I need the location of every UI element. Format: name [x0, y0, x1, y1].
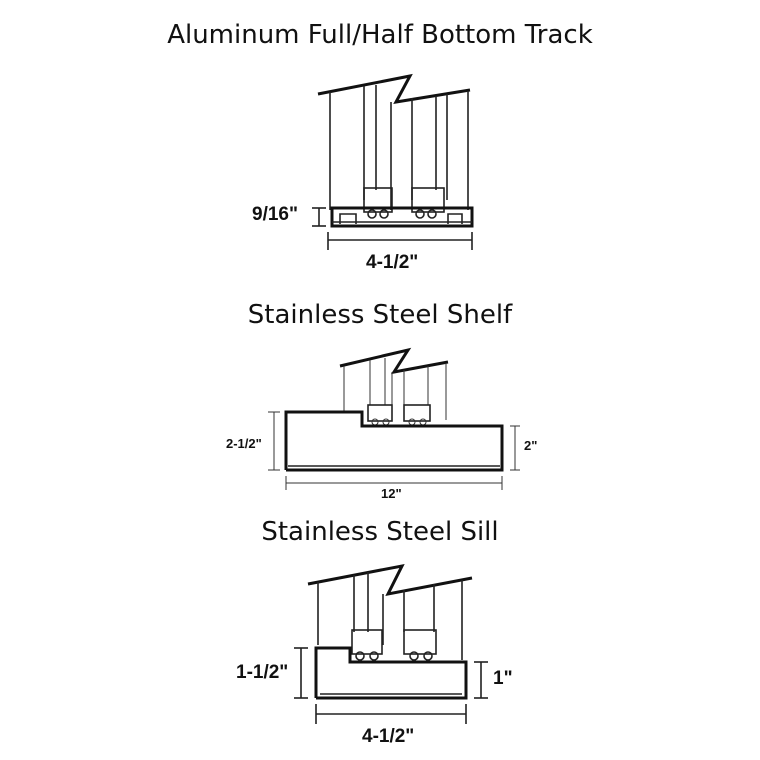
title-stainless-shelf: Stainless Steel Shelf: [247, 300, 513, 330]
title-aluminum-track: Aluminum Full/Half Bottom Track: [167, 20, 593, 50]
dim-sill-right-height: 1": [493, 668, 513, 689]
dim-shelf-width: 12": [381, 486, 402, 501]
dim-sill-width: 4-1/2": [362, 726, 415, 747]
dim-sill-left-height: 1-1/2": [236, 662, 289, 683]
stainless-sill-drawing: [294, 563, 488, 724]
dim-shelf-right-height: 2": [524, 438, 538, 453]
dim-track-height: 9/16": [252, 204, 298, 225]
dim-track-width: 4-1/2": [366, 252, 419, 273]
aluminum-track-drawing: [312, 73, 474, 250]
stainless-shelf-drawing: [268, 347, 520, 490]
dim-shelf-left-height: 2-1/2": [226, 436, 262, 451]
title-stainless-sill: Stainless Steel Sill: [261, 517, 499, 547]
